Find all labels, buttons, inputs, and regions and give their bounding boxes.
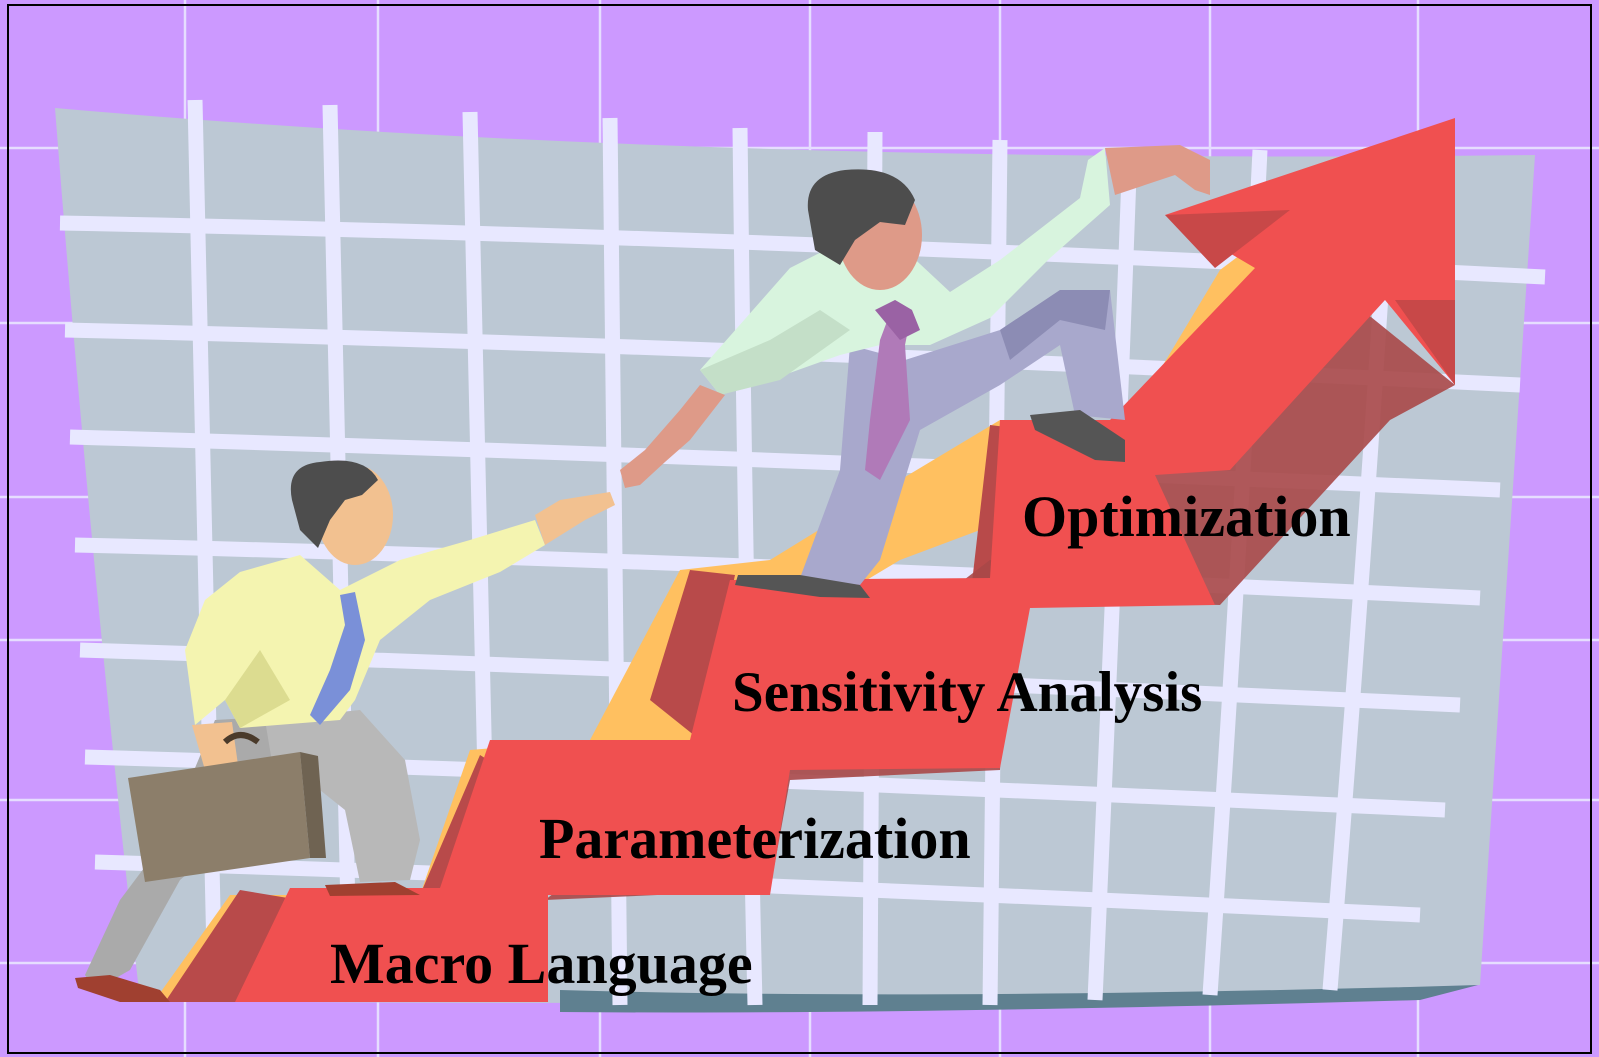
hair (290, 460, 378, 548)
step-label-macro-language: Macro Language (330, 931, 753, 996)
arrow-side-shadow (165, 425, 1030, 1002)
slide-border (7, 4, 1592, 1054)
step-label-sensitivity-analysis: Sensitivity Analysis (732, 661, 1203, 724)
hand-holding-briefcase (192, 722, 238, 770)
tie (865, 300, 912, 480)
hand-right (1105, 145, 1210, 195)
step-label-parameterization: Parameterization (539, 806, 971, 871)
chart-panel-shadow (560, 985, 1478, 1013)
arrow-head-right-shadow (1395, 300, 1455, 385)
businessman-reaching-down (620, 145, 1210, 598)
briefcase-icon (128, 732, 326, 882)
hair (807, 169, 915, 265)
step-label-optimization: Optimization (1022, 484, 1351, 549)
shoe-left (735, 575, 870, 598)
upward-arrow-icon (235, 118, 1455, 1002)
shoe-back (75, 975, 170, 1002)
hand-reaching (535, 492, 615, 545)
shoe-front (325, 882, 420, 896)
businessman-with-briefcase (75, 460, 615, 1002)
hand-left-reaching (620, 385, 725, 488)
tie (310, 592, 365, 725)
shoe-right (1030, 410, 1125, 462)
arrow-head-fold (1165, 210, 1290, 268)
